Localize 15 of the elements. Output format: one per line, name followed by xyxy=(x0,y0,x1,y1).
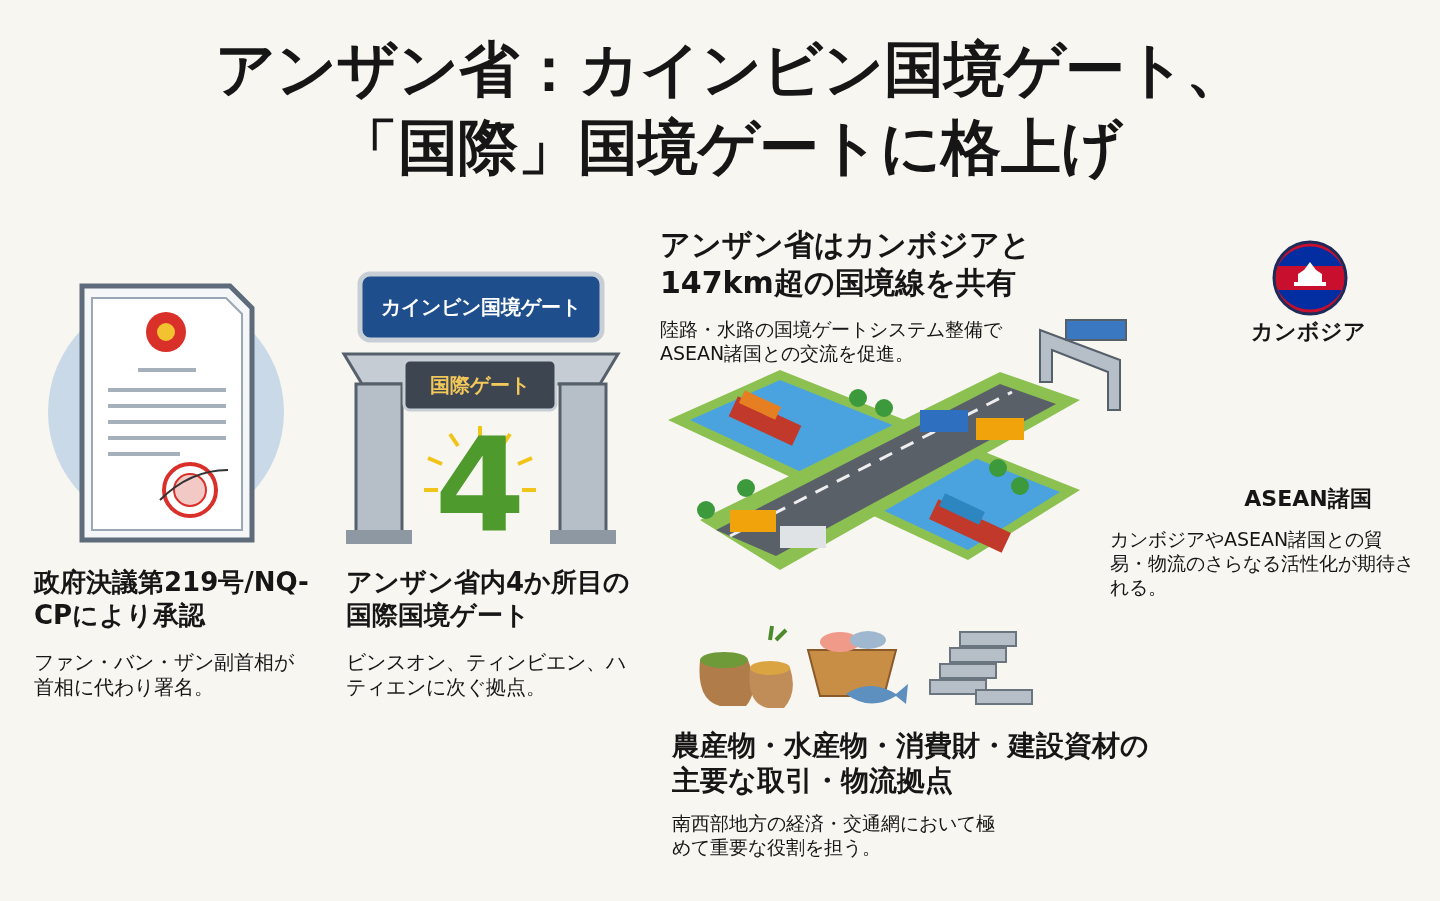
gate-sign: カインビン国境ゲート xyxy=(380,294,582,321)
region-label: ASEAN諸国 xyxy=(1243,485,1373,513)
body-text: ビンスオン、ティンビエン、ハティエンに次ぐ拠点。 xyxy=(346,650,627,700)
gate-plate: 国際ゲート xyxy=(429,372,531,399)
heading: 政府決議第219号/NQ-CPにより承認 xyxy=(34,566,310,631)
body-text: カンボジアやASEAN諸国との貿易・物流のさらなる活性化が期待される。 xyxy=(1110,528,1415,600)
heading: 農産物・水産物・消費財・建設資材の主要な取引・物流拠点 xyxy=(672,728,1150,798)
gate-number: 4 xyxy=(433,420,527,550)
body-text: 陸路・水路の国境ゲートシステム整備でASEAN諸国との交流を促進。 xyxy=(660,318,1003,366)
title: アンザン省：カインビン国境ゲート、「国際」国境ゲートに格上げ xyxy=(213,33,1247,184)
country-label: カンボジア xyxy=(1249,318,1367,346)
heading: アンザン省内4か所目の国際国境ゲート xyxy=(346,566,632,631)
body-text: 南西部地方の経済・交通網において極めて重要な役割を担う。 xyxy=(672,812,996,860)
heading: アンザン省はカンボジアと147km超の国境線を共有 xyxy=(660,226,1032,301)
body-text: ファン・バン・ザン副首相が首相に代わり署名。 xyxy=(34,650,295,700)
